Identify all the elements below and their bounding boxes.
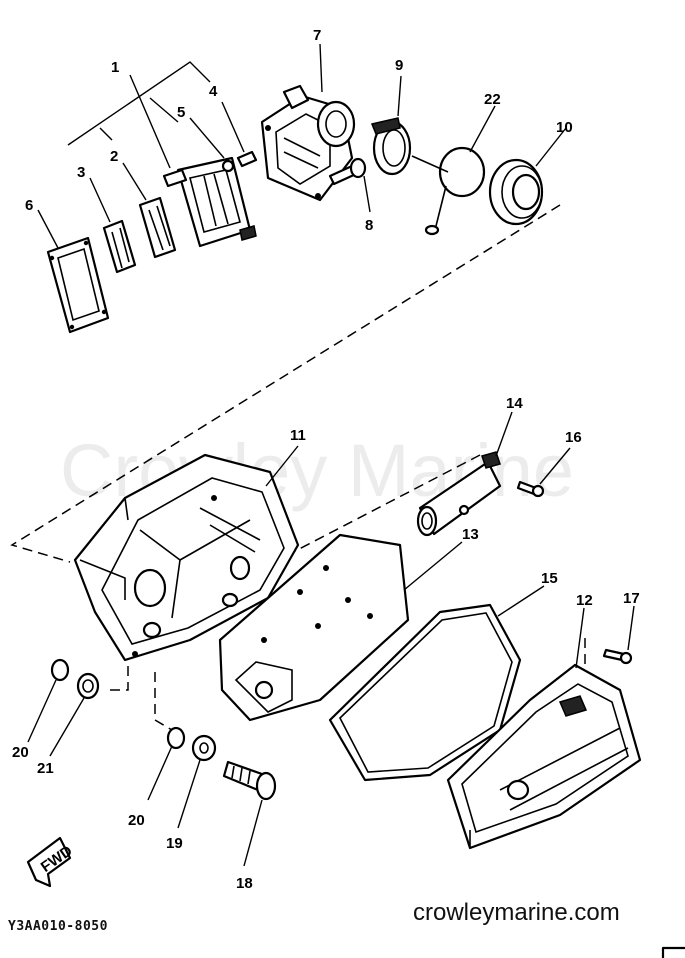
label-part-15: 15 bbox=[541, 570, 558, 587]
fwd-arrow-icon: FWD bbox=[26, 836, 76, 888]
label-part-20: 20 bbox=[128, 812, 145, 829]
label-part-17: 17 bbox=[623, 590, 640, 607]
part-13-filter-plate bbox=[218, 533, 463, 722]
part-2-reed bbox=[122, 162, 177, 259]
label-part-8: 8 bbox=[365, 217, 373, 234]
label-part-18: 18 bbox=[236, 875, 253, 892]
part-16-screw bbox=[516, 447, 571, 498]
label-part-4: 4 bbox=[209, 83, 218, 100]
label-part-7: 7 bbox=[313, 27, 321, 44]
part-8-bolt bbox=[328, 157, 371, 213]
label-part-12: 12 bbox=[576, 592, 593, 609]
part-17-screw bbox=[602, 605, 635, 665]
part-1-reed-valve bbox=[162, 156, 257, 248]
label-part-20-left: 20 bbox=[12, 744, 29, 761]
label-part-2: 2 bbox=[110, 148, 118, 165]
label-part-9: 9 bbox=[395, 57, 403, 74]
label-part-19: 19 bbox=[166, 835, 183, 852]
bracket-part-1 bbox=[67, 61, 211, 169]
label-part-6: 6 bbox=[25, 197, 33, 214]
parts-4-5-screw bbox=[189, 101, 258, 173]
label-part-11: 11 bbox=[290, 427, 306, 444]
part-9-clamp bbox=[370, 75, 412, 176]
part-22-wire-clip bbox=[411, 105, 496, 236]
part-number-labels: 1 2 3 4 5 6 7 8 9 22 10 11 14 16 13 15 1… bbox=[12, 27, 640, 892]
corner-mark bbox=[661, 946, 685, 958]
label-part-14: 14 bbox=[506, 395, 523, 412]
label-part-13: 13 bbox=[462, 526, 479, 543]
part-7-intake-joint bbox=[260, 43, 356, 202]
part-6-gasket bbox=[37, 209, 110, 334]
parts-20-21-grommet-left bbox=[27, 658, 100, 757]
label-part-3: 3 bbox=[77, 164, 85, 181]
diagram-code: Y3AA010-8050 bbox=[8, 919, 108, 934]
label-part-5: 5 bbox=[177, 104, 185, 121]
label-part-10: 10 bbox=[556, 119, 573, 136]
label-part-21: 21 bbox=[37, 760, 54, 777]
part-12-cover bbox=[446, 607, 642, 850]
parts-18-19-20-bolt-set bbox=[147, 726, 277, 867]
website-url: crowleymarine.com bbox=[413, 899, 620, 926]
label-part-1: 1 bbox=[111, 59, 119, 76]
label-part-16: 16 bbox=[565, 429, 582, 446]
label-part-22: 22 bbox=[484, 91, 501, 108]
part-11-air-box bbox=[73, 445, 300, 662]
part-15-seal-ring bbox=[328, 585, 545, 782]
part-10-seal bbox=[488, 127, 567, 226]
part-14-pipe bbox=[416, 411, 513, 537]
part-3-reed bbox=[89, 177, 137, 274]
